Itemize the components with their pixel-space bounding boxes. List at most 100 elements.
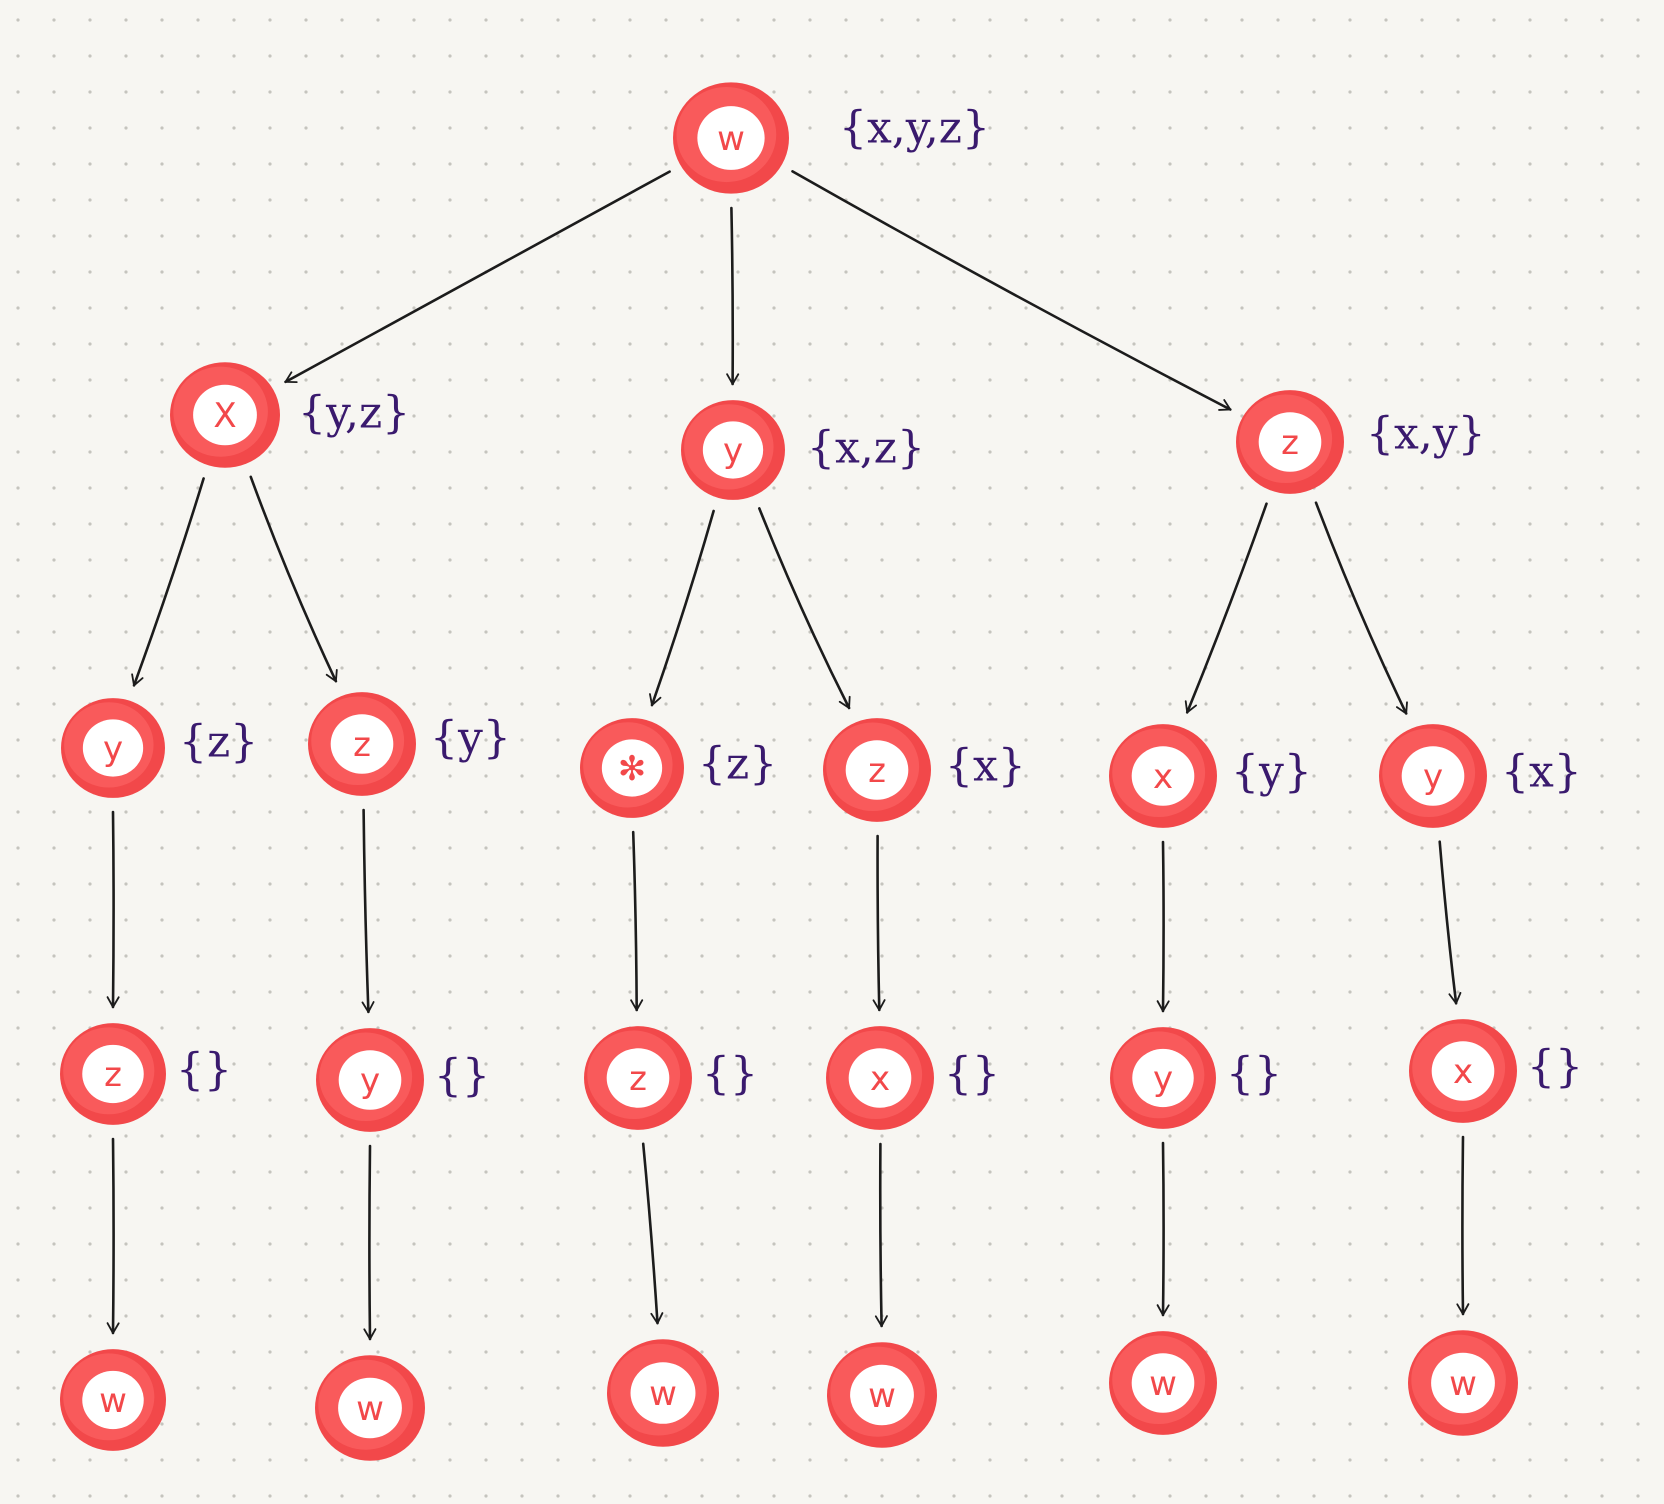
grid-dot — [1024, 594, 1028, 598]
grid-dot — [1240, 738, 1244, 742]
grid-dot — [448, 270, 452, 274]
grid-dot — [160, 666, 164, 670]
nodes-layer: w{x,y,z}X{y,z}y{x,z}z{x,y}y{z}z{y}✻{z}z{… — [60, 82, 1583, 1461]
grid-dot — [628, 378, 632, 382]
grid-dot — [1024, 1242, 1028, 1246]
grid-dot — [448, 18, 452, 22]
grid-dot — [1276, 522, 1280, 526]
grid-dot — [592, 378, 596, 382]
grid-dot — [1600, 630, 1604, 634]
grid-dot — [1564, 1422, 1568, 1426]
grid-dot — [340, 1314, 344, 1318]
grid-dot — [1312, 666, 1316, 670]
grid-dot — [736, 234, 740, 238]
grid-dot — [1240, 234, 1244, 238]
grid-dot — [160, 558, 164, 562]
grid-dot — [484, 18, 488, 22]
grid-dot — [52, 342, 56, 346]
grid-dot — [304, 666, 308, 670]
grid-dot — [1312, 1026, 1316, 1030]
dot-grid-background — [16, 18, 1640, 1498]
grid-dot — [952, 126, 956, 130]
grid-dot — [304, 1134, 308, 1138]
grid-dot — [1348, 846, 1352, 850]
grid-dot — [1096, 1278, 1100, 1282]
grid-dot — [736, 1494, 740, 1498]
grid-dot — [736, 1314, 740, 1318]
grid-dot — [1060, 630, 1064, 634]
grid-dot — [1528, 270, 1532, 274]
grid-dot — [952, 666, 956, 670]
grid-dot — [844, 846, 848, 850]
grid-dot — [952, 1026, 956, 1030]
grid-dot — [1528, 198, 1532, 202]
grid-dot — [1240, 1062, 1244, 1066]
grid-dot — [88, 270, 92, 274]
grid-dot — [952, 162, 956, 166]
grid-dot — [376, 378, 380, 382]
grid-dot — [664, 954, 668, 958]
grid-dot — [1060, 414, 1064, 418]
grid-dot — [412, 1314, 416, 1318]
grid-dot — [916, 234, 920, 238]
grid-dot — [952, 558, 956, 562]
grid-dot — [1348, 1098, 1352, 1102]
grid-dot — [1600, 1134, 1604, 1138]
node-letter: w — [868, 1376, 896, 1416]
grid-dot — [988, 486, 992, 490]
grid-dot — [1024, 54, 1028, 58]
grid-dot — [340, 666, 344, 670]
grid-dot — [592, 558, 596, 562]
grid-dot — [772, 1206, 776, 1210]
grid-dot — [808, 1026, 812, 1030]
grid-dot — [1636, 846, 1640, 850]
grid-dot — [1492, 558, 1496, 562]
grid-dot — [1384, 594, 1388, 598]
grid-dot — [1276, 774, 1280, 778]
grid-dot — [1096, 1350, 1100, 1354]
grid-dot — [628, 54, 632, 58]
grid-dot — [52, 1350, 56, 1354]
grid-dot — [1636, 1134, 1640, 1138]
grid-dot — [988, 414, 992, 418]
grid-dot — [1456, 486, 1460, 490]
grid-dot — [664, 162, 668, 166]
grid-dot — [1348, 126, 1352, 130]
grid-dot — [916, 810, 920, 814]
grid-dot — [1456, 666, 1460, 670]
grid-dot — [448, 306, 452, 310]
grid-dot — [304, 1026, 308, 1030]
grid-dot — [772, 1278, 776, 1282]
grid-dot — [772, 1026, 776, 1030]
grid-dot — [304, 702, 308, 706]
node-l3-xzy: y{} — [316, 1028, 490, 1132]
grid-dot — [772, 54, 776, 58]
grid-dot — [412, 198, 416, 202]
grid-dot — [844, 126, 848, 130]
grid-dot — [1636, 1278, 1640, 1282]
grid-dot — [268, 18, 272, 22]
grid-dot — [196, 990, 200, 994]
grid-dot — [520, 1242, 524, 1246]
grid-dot — [520, 558, 524, 562]
grid-dot — [304, 342, 308, 346]
grid-dot — [700, 846, 704, 850]
grid-dot — [1276, 1170, 1280, 1174]
grid-dot — [628, 846, 632, 850]
grid-dot — [484, 882, 488, 886]
grid-dot — [16, 630, 20, 634]
grid-dot — [916, 342, 920, 346]
grid-dot — [1528, 1026, 1532, 1030]
grid-dot — [160, 522, 164, 526]
grid-dot — [88, 450, 92, 454]
grid-dot — [1132, 1458, 1136, 1462]
grid-dot — [808, 1170, 812, 1174]
grid-dot — [1456, 450, 1460, 454]
grid-dot — [376, 558, 380, 562]
grid-dot — [1240, 378, 1244, 382]
grid-dot — [448, 342, 452, 346]
grid-dot — [124, 1494, 128, 1498]
grid-dot — [844, 1278, 848, 1282]
grid-dot — [232, 738, 236, 742]
grid-dot — [52, 630, 56, 634]
